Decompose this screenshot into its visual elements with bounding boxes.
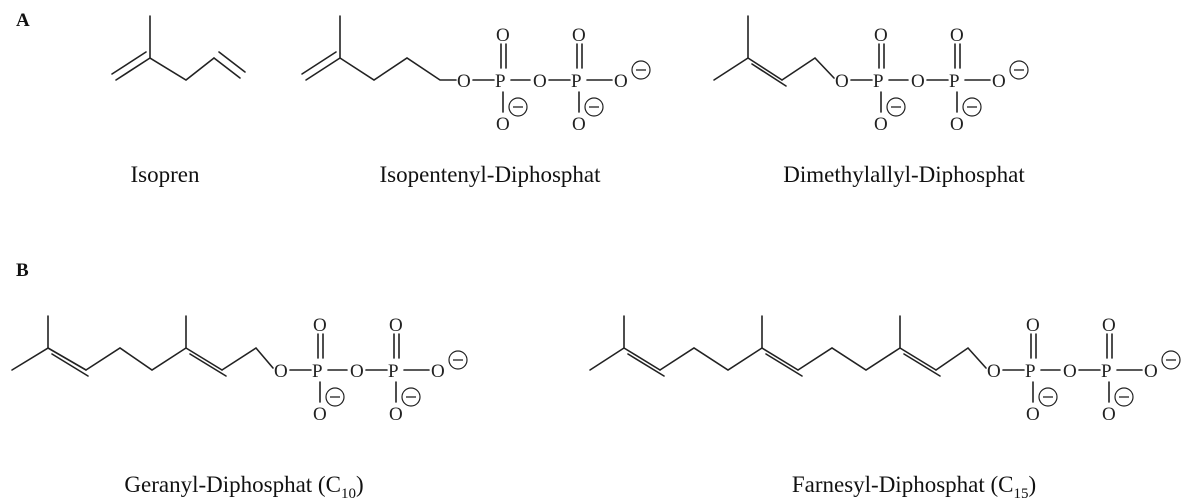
caption-geranyl-suffix: ) (356, 472, 364, 497)
geranyl-diphosphate-structure (11, 314, 468, 426)
isoprene-structure (111, 15, 246, 81)
farnesyl-diphosphate-structure (589, 314, 1181, 426)
caption-farnesyl-name: Farnesyl-Diphosphat (C (792, 472, 1014, 497)
caption-farnesyl-diphosphate: Farnesyl-Diphosphat (C15) (792, 472, 1036, 502)
caption-farnesyl-suffix: ) (1029, 472, 1037, 497)
panel-label-b: B (16, 260, 29, 281)
caption-dimethylallyl-diphosphate: Dimethylallyl-Diphosphat (783, 162, 1025, 187)
panel-label-a: A (16, 10, 30, 31)
caption-isopentenyl-diphosphate: Isopentenyl-Diphosphat (379, 162, 601, 187)
isopentenyl-diphosphate-structure (301, 15, 651, 136)
caption-farnesyl-subscript: 15 (1014, 486, 1029, 502)
caption-geranyl-name: Geranyl-Diphosphat (C (124, 472, 341, 497)
caption-geranyl-diphosphate: Geranyl-Diphosphat (C10) (124, 472, 363, 502)
caption-isoprene: Isopren (131, 162, 200, 187)
caption-geranyl-subscript: 10 (341, 486, 356, 502)
dimethylallyl-diphosphate-structure (713, 15, 1029, 136)
